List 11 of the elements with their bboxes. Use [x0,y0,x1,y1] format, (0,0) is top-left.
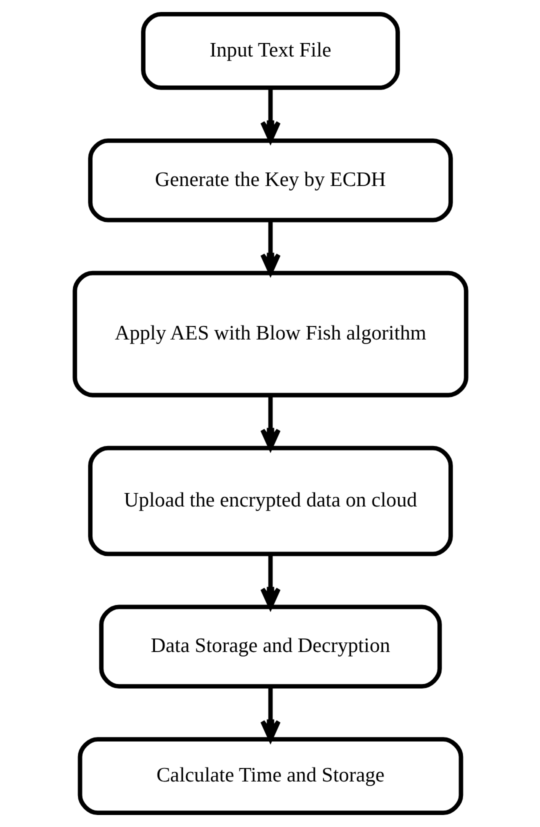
node-box: Input Text File [140,12,400,90]
node-box: Upload the encrypted data on cloud [88,446,452,556]
arrow [260,395,280,450]
arrow [260,88,280,142]
node-box: Calculate Time and Storage [77,737,463,816]
arrow [260,554,280,609]
node-box: Apply AES with Blow Fish algorithm [72,270,468,398]
node-box: Data Storage and Decryption [98,604,442,689]
node-box: Generate the Key by ECDH [88,138,452,222]
arrow [260,686,280,742]
arrow [260,220,280,275]
